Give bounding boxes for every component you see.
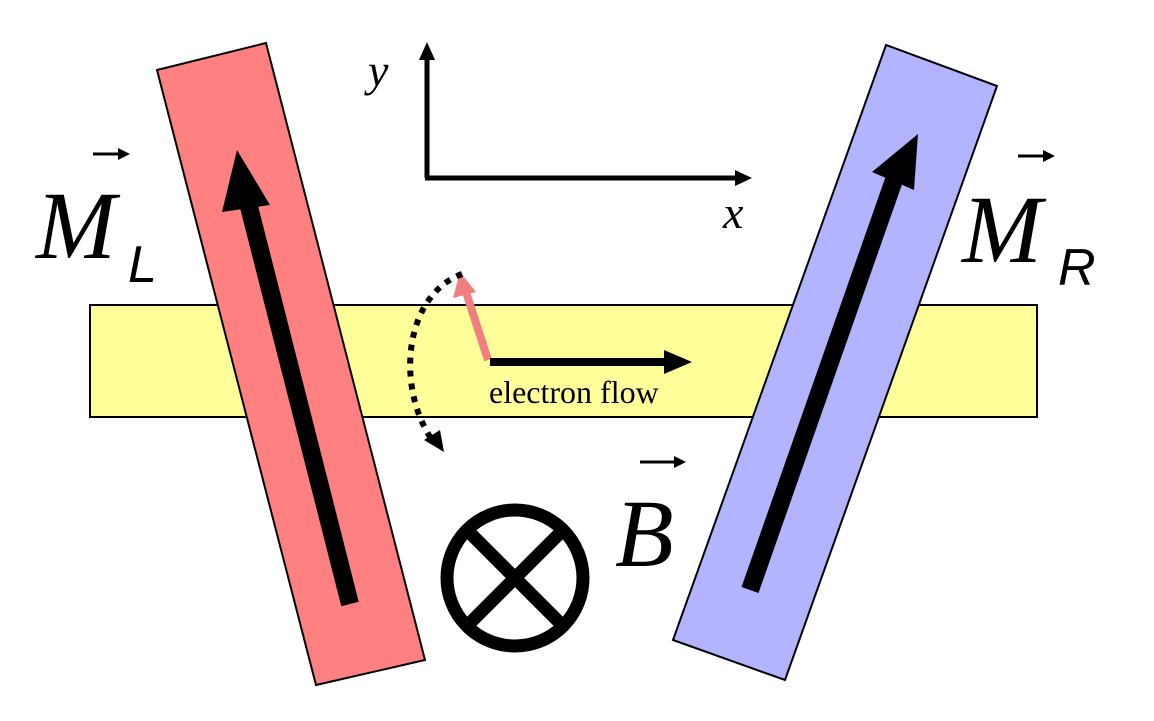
left-magnetization-symbol: M (34, 172, 121, 279)
left-magnetization-vector-arrowhead (118, 148, 130, 160)
y-axis-label: y (364, 45, 389, 96)
spin-arrow (462, 290, 492, 362)
coordinate-axes (419, 42, 752, 186)
electron-flow-arrowhead (664, 350, 692, 374)
right-magnetization-arrow (741, 177, 903, 593)
right-magnetization-subscript: R (1058, 239, 1096, 297)
into-page-circle-cross-icon (440, 503, 590, 653)
left-magnetization-arrowhead (222, 150, 270, 212)
x-axis-label: x (722, 187, 744, 238)
field-label: B (615, 480, 674, 587)
right-magnetization-symbol: M (960, 176, 1047, 283)
field-vector-arrowhead (674, 456, 686, 468)
x-axis-arrowhead (735, 170, 752, 186)
precession-arrowhead (424, 430, 444, 452)
left-magnetization-arrow (237, 192, 359, 607)
right-magnetization-arrowhead (872, 134, 918, 190)
left-magnetization-subscript: L (128, 236, 157, 294)
electron-flow-label: electron flow (489, 374, 659, 410)
y-axis-arrowhead (419, 42, 435, 60)
right-magnetization-vector-arrowhead (1043, 150, 1055, 162)
